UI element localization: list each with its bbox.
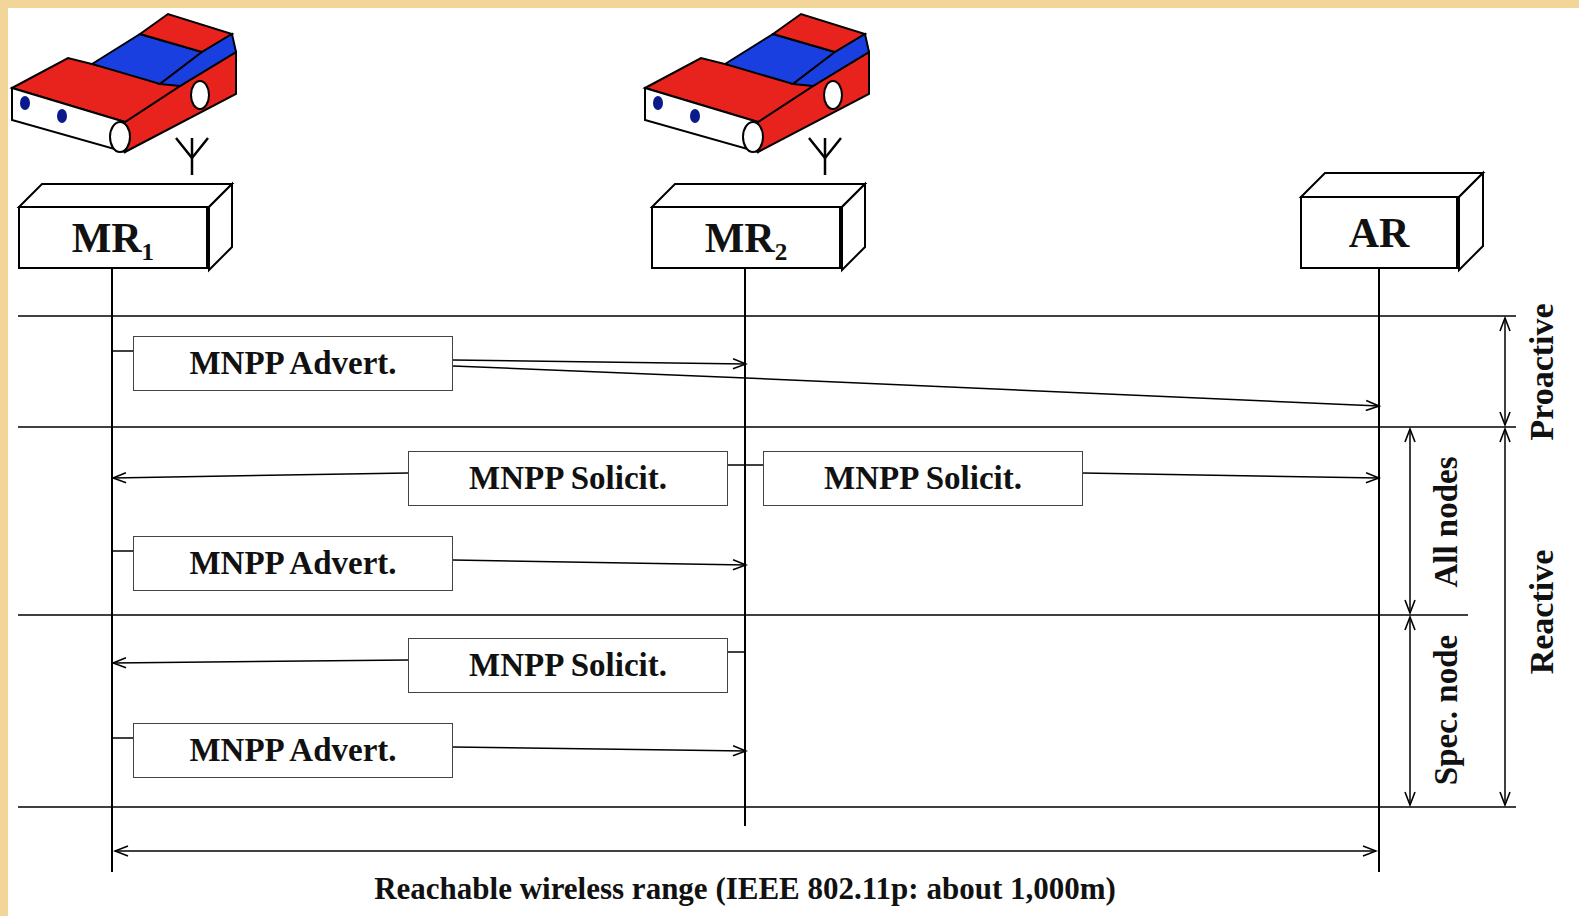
message-name: MNPP Advert. <box>189 545 396 582</box>
router-name: MR₁ <box>72 214 155 262</box>
message-name: MNPP Advert. <box>189 345 396 382</box>
message-box: MNPP Advert. <box>133 723 453 778</box>
origin-tick <box>113 350 133 352</box>
router-box: AR <box>1300 196 1458 269</box>
phase-label: Proactive <box>1523 300 1561 443</box>
message-box: MNPP Advert. <box>133 336 453 391</box>
box-face <box>842 184 865 270</box>
box-face <box>19 184 232 207</box>
phase-label: All nodes <box>1428 453 1465 590</box>
message-box: MNPP Advert. <box>133 536 453 591</box>
message-name: MNPP Solicit. <box>824 460 1022 497</box>
message-arrow <box>113 660 408 663</box>
phase-label: Spec. node <box>1428 632 1465 788</box>
phase-separators <box>18 316 1516 807</box>
router-box: MR₁ <box>18 206 208 269</box>
message-arrow <box>453 360 746 364</box>
origin-tick <box>746 464 763 466</box>
box-face <box>652 184 865 207</box>
origin-tick <box>113 550 133 552</box>
message-box: MNPP Solicit. <box>408 638 728 693</box>
range-label: Reachable wireless range (IEEE 802.11p: … <box>371 871 1119 907</box>
span-arrows <box>115 318 1505 851</box>
message-name: MNPP Advert. <box>189 732 396 769</box>
message-arrow <box>453 560 746 565</box>
router-box: MR₂ <box>651 206 841 269</box>
message-name: MNPP Solicit. <box>469 647 667 684</box>
message-name: MNPP Solicit. <box>469 460 667 497</box>
origin-tick <box>728 464 746 466</box>
origin-tick <box>113 737 133 739</box>
lifelines <box>112 269 1379 872</box>
message-arrow <box>113 473 408 478</box>
box-face <box>209 184 232 270</box>
message-box: MNPP Solicit. <box>408 451 728 506</box>
message-box: MNPP Solicit. <box>763 451 1083 506</box>
router-name: MR₂ <box>705 214 788 262</box>
message-arrow <box>453 366 1379 406</box>
car-illustration <box>12 14 236 175</box>
message-arrow <box>1083 473 1379 478</box>
box-face <box>1301 173 1483 197</box>
message-arrow <box>453 747 746 751</box>
origin-tick <box>728 651 746 653</box>
router-name: AR <box>1349 209 1410 257</box>
box-face <box>1459 173 1483 270</box>
phase-label: Reactive <box>1523 547 1561 678</box>
car-illustration <box>645 14 869 175</box>
